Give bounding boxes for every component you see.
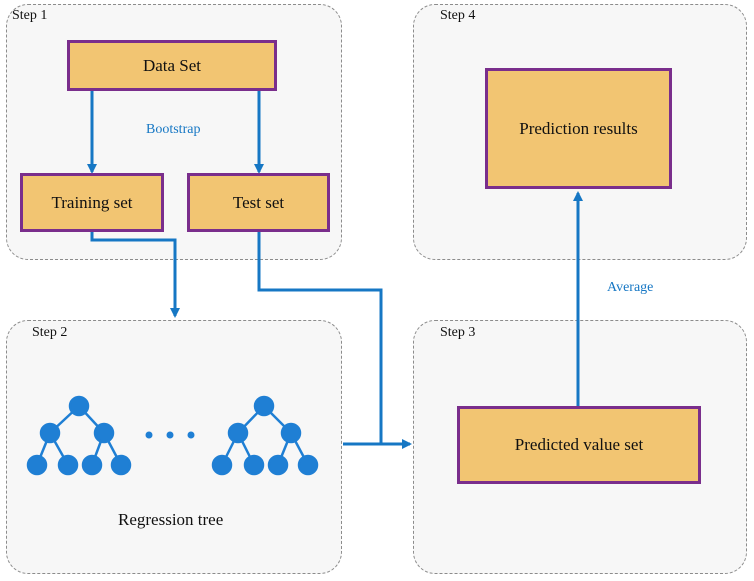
data-set-node: Data Set bbox=[67, 40, 277, 91]
step1-label: Step 1 bbox=[12, 8, 48, 23]
predicted-value-set-node: Predicted value set bbox=[457, 406, 701, 484]
step2-label: Step 2 bbox=[32, 325, 68, 340]
test-set-node: Test set bbox=[187, 173, 330, 232]
prediction-results-node: Prediction results bbox=[485, 68, 672, 189]
regression-tree-right bbox=[211, 395, 319, 476]
regression-tree-label: Regression tree bbox=[118, 510, 224, 529]
step3-label: Step 3 bbox=[440, 325, 476, 340]
ellipsis-dots bbox=[145, 431, 195, 439]
arrow-training-to-trees bbox=[90, 231, 180, 318]
arrow-test-to-predicted bbox=[257, 231, 383, 444]
regression-tree-left bbox=[26, 395, 132, 476]
average-label: Average bbox=[607, 280, 654, 295]
bootstrap-label: Bootstrap bbox=[146, 122, 201, 137]
training-set-node: Training set bbox=[20, 173, 164, 232]
step4-label: Step 4 bbox=[440, 8, 476, 23]
